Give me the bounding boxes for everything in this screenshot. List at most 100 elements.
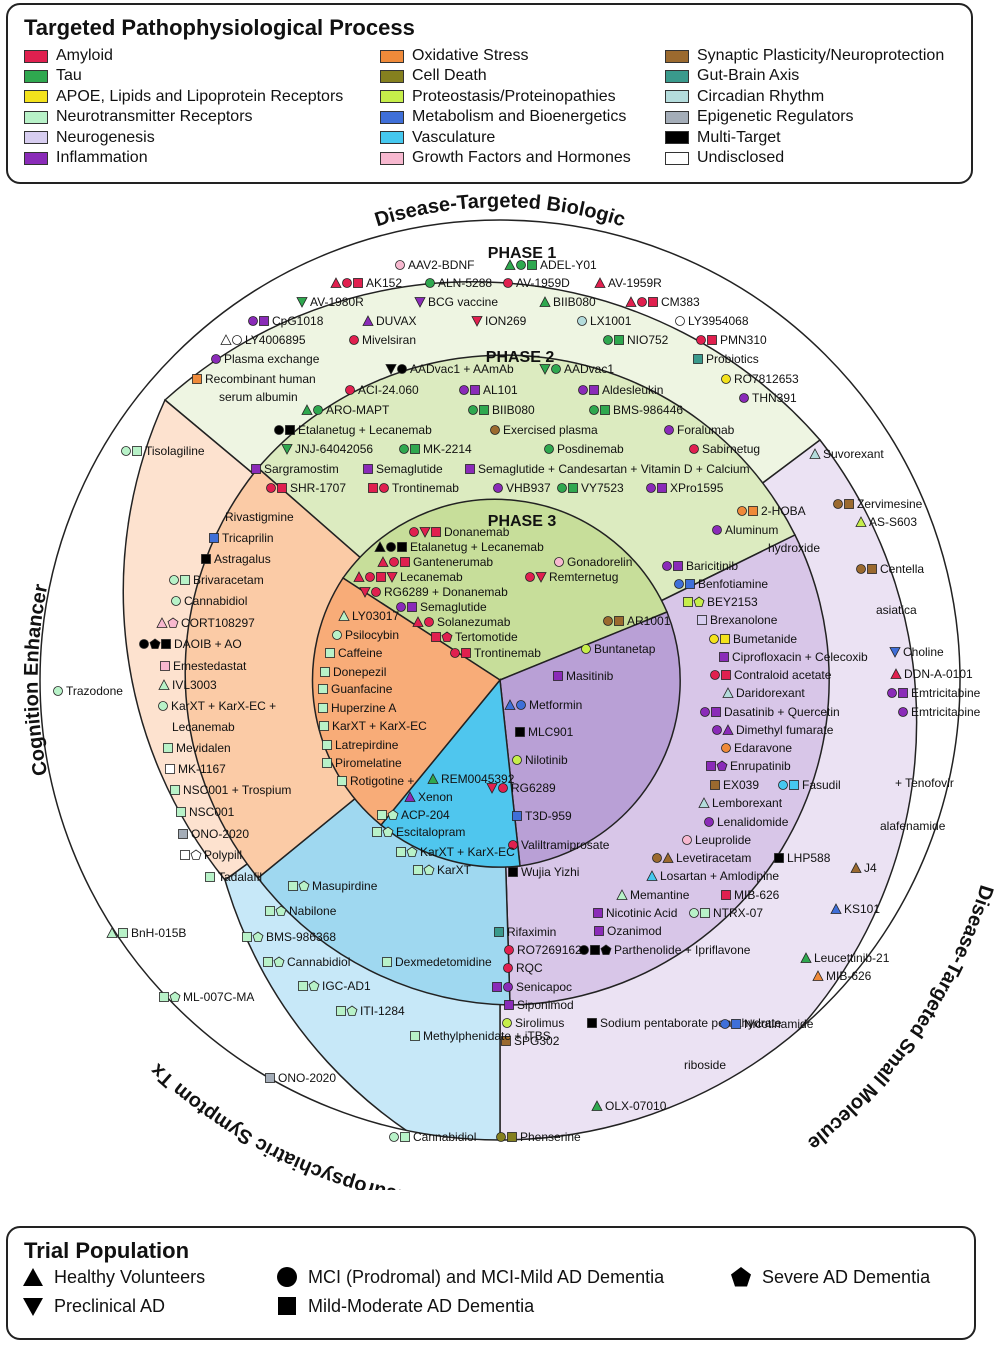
drug-entry: Wujia Yizhi <box>508 865 579 879</box>
drug-entry: Tricaprilin <box>209 531 274 545</box>
drug-entry: Etalanetug + Lecanemab <box>374 540 544 554</box>
marker-square-icon <box>201 554 211 564</box>
drug-label: ADEL-Y01 <box>540 258 597 272</box>
drug-entry: Suvorexant <box>809 447 884 461</box>
drug-label: Etalanetug + Lecanemab <box>410 540 544 554</box>
drug-label: MIB-626 <box>826 969 872 983</box>
drug-entry: SHR-1707 <box>266 481 346 495</box>
drug-entry: RG6289 <box>486 781 556 795</box>
drug-label: Lecanemab <box>400 570 463 584</box>
marker-circle-icon <box>712 525 722 535</box>
marker-circle-icon <box>332 630 342 640</box>
drug-label: CpG1018 <box>272 314 324 328</box>
drug-label: NSC001 <box>189 805 235 819</box>
marker-circle-icon <box>887 688 897 698</box>
drug-label: Recombinant human <box>205 372 316 386</box>
drug-label: Cannabidiol <box>184 594 247 608</box>
drug-label: Sirolimus <box>515 1016 564 1030</box>
drug-label: THN391 <box>752 391 797 405</box>
marker-pentagon-icon <box>167 617 179 628</box>
legend-swatch <box>380 131 404 145</box>
drug-label: Exercised plasma <box>503 423 598 437</box>
marker-circle-icon <box>493 483 503 493</box>
legend-item: Neurogenesis <box>24 129 155 147</box>
drug-label: Trazodone <box>66 684 123 698</box>
marker-square-icon <box>710 780 720 790</box>
sector-cognition-inner <box>311 576 502 827</box>
marker-pentagon-icon <box>600 944 612 955</box>
legend-label: Metabolism and Bioenergetics <box>412 108 627 126</box>
drug-entry: Valiltramiprosate <box>508 838 610 852</box>
marker-square-icon <box>320 667 330 677</box>
marker-circle-icon <box>637 297 647 307</box>
marker-circle-icon <box>662 561 672 571</box>
drug-label: EX039 <box>723 778 759 792</box>
marker-circle-icon <box>682 835 692 845</box>
drug-label: ION269 <box>485 314 527 328</box>
marker-square-icon <box>318 684 328 694</box>
drug-entry: Emtricitabine <box>898 705 981 719</box>
drug-label: Nicotinamide <box>744 1017 814 1031</box>
marker-pentagon-icon <box>423 864 435 875</box>
drug-label: Nabilone <box>289 904 337 918</box>
marker-square-icon <box>707 335 717 345</box>
marker-circle-icon <box>508 840 518 850</box>
marker-circle-icon <box>577 316 587 326</box>
marker-circle-icon <box>504 945 514 955</box>
drug-entry: Dasatinib + Quercetin <box>700 705 840 719</box>
drug-entry: Bumetanide <box>709 632 797 646</box>
drug-entry: hydroxide <box>768 541 820 555</box>
marker-circle-icon <box>652 853 662 863</box>
drug-entry: AR1001 <box>603 614 671 628</box>
drug-label: MIB-626 <box>734 888 780 902</box>
drug-label: ONO-2020 <box>191 827 249 841</box>
marker-triangle-icon <box>156 617 168 628</box>
legend-label: Gut-Brain Axis <box>697 67 800 85</box>
drug-label: Trontinemab <box>392 481 459 495</box>
drug-entry: serum albumin <box>219 390 298 404</box>
marker-square-icon <box>648 297 658 307</box>
legend-label: Vasculature <box>412 128 496 146</box>
marker-square-icon <box>376 572 386 582</box>
drug-entry: ACP-204 <box>377 808 450 822</box>
marker-circle-icon <box>399 444 409 454</box>
drug-entry: Solanezumab <box>412 615 511 629</box>
drug-entry: Aluminum <box>712 523 778 537</box>
drug-label: Sargramostim <box>264 462 339 476</box>
marker-circle-icon <box>498 783 508 793</box>
drug-entry: Baricitinib <box>662 559 738 573</box>
marker-square-icon <box>600 405 610 415</box>
marker-square-icon <box>614 616 624 626</box>
drug-entry: Emestedastat <box>160 659 247 673</box>
marker-circle-icon <box>603 616 613 626</box>
drug-entry: LY03017 <box>338 609 399 623</box>
drug-label: Edaravone <box>734 741 792 755</box>
legend-swatch <box>665 49 689 63</box>
drug-entry: ONO-2020 <box>178 827 249 841</box>
marker-square-icon <box>789 780 799 790</box>
drug-label: Latrepirdine <box>335 738 399 752</box>
marker-triangle-icon <box>427 773 439 784</box>
drug-entry: ARO-MAPT <box>301 403 390 417</box>
marker-square-icon <box>205 872 215 882</box>
marker-square-icon <box>322 740 332 750</box>
legend-label: APOE, Lipids and Lipoprotein Receptors <box>56 87 344 105</box>
marker-pentagon-icon <box>441 631 453 642</box>
drug-label: LY03017 <box>352 609 399 623</box>
drug-label: CM383 <box>661 295 700 309</box>
drug-label: Semaglutide + Candesartan + Vitamin D + … <box>478 462 750 476</box>
drug-label: Masupirdine <box>312 879 378 893</box>
drug-label: serum albumin <box>219 390 298 404</box>
drug-label: Semaglutide <box>376 462 443 476</box>
drug-entry: LX1001 <box>577 314 632 328</box>
legend-swatch <box>665 69 689 83</box>
marker-circle-icon <box>274 425 284 435</box>
marker-circle-icon <box>389 1132 399 1142</box>
drug-entry: Aldesleukin <box>578 383 663 397</box>
drug-entry: Latrepirdine <box>322 738 399 752</box>
drug-label: Etalanetug + Lecanemab <box>298 423 432 437</box>
marker-square-icon <box>614 335 624 345</box>
marker-circle-icon <box>739 393 749 403</box>
drug-label: BMS-986368 <box>266 930 336 944</box>
legend-item: Cell Death <box>380 67 487 85</box>
